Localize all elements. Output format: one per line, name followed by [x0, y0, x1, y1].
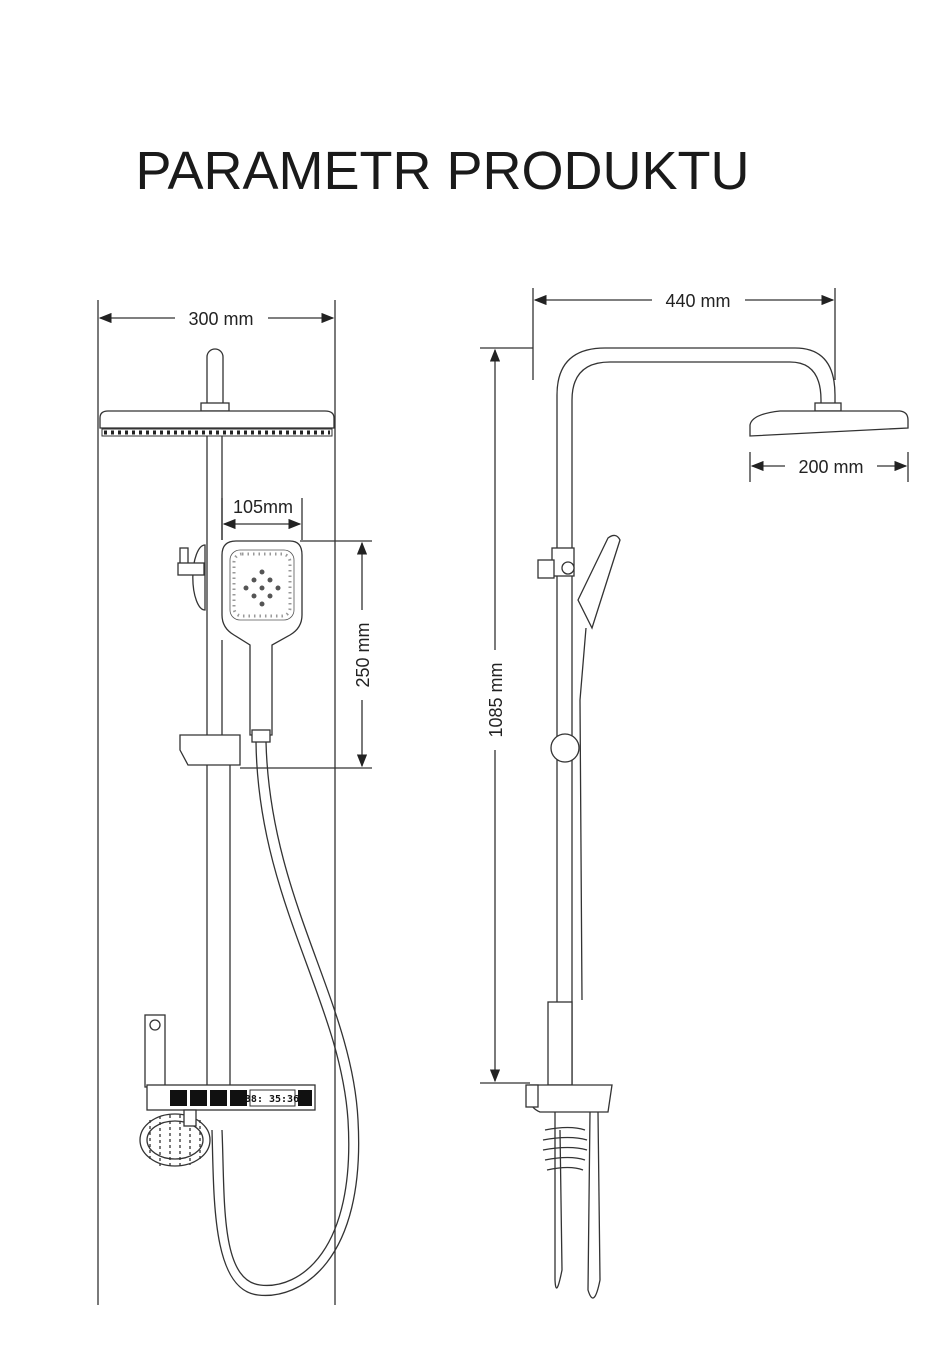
hand-shower-side	[577, 534, 621, 630]
valve-body	[547, 1001, 573, 1086]
slide-knob[interactable]	[550, 733, 580, 763]
height-label: 1085 mm	[486, 662, 506, 737]
arm-collar	[200, 402, 230, 412]
shower-hose	[221, 741, 350, 1287]
width-dimension-label: 300 mm	[188, 309, 253, 329]
console-buttons[interactable]	[170, 1090, 312, 1106]
coiled-hose-side	[542, 1126, 588, 1171]
console-display: 38: 35:36	[245, 1094, 299, 1105]
tub-spout	[144, 1014, 166, 1088]
diverter-knob[interactable]	[179, 547, 189, 565]
hand-shower-height-label: 250 mm	[353, 622, 373, 687]
coiled-hose	[139, 1113, 211, 1167]
page-title: PARAMETR PRODUKTU	[135, 141, 750, 201]
diverter-body	[192, 544, 206, 611]
slide-holder[interactable]	[179, 734, 241, 766]
console-side	[529, 1084, 613, 1113]
hose-side	[554, 1112, 563, 1289]
front-view: 300 mm 105mm	[97, 300, 373, 1305]
head-width-label: 200 mm	[798, 457, 863, 477]
hose-connector	[251, 729, 271, 743]
spray-holes	[243, 569, 281, 607]
riser-pipe	[556, 347, 836, 1085]
shower-arm	[206, 348, 224, 406]
rain-shower-head-side	[749, 410, 909, 437]
hand-shower-width-label: 105mm	[233, 497, 293, 517]
arm-length-label: 440 mm	[665, 291, 730, 311]
side-view: 440 mm 1085 mm 200 mm	[480, 288, 909, 1299]
rain-shower-head	[99, 410, 335, 429]
diverter-handle[interactable]	[177, 562, 205, 576]
